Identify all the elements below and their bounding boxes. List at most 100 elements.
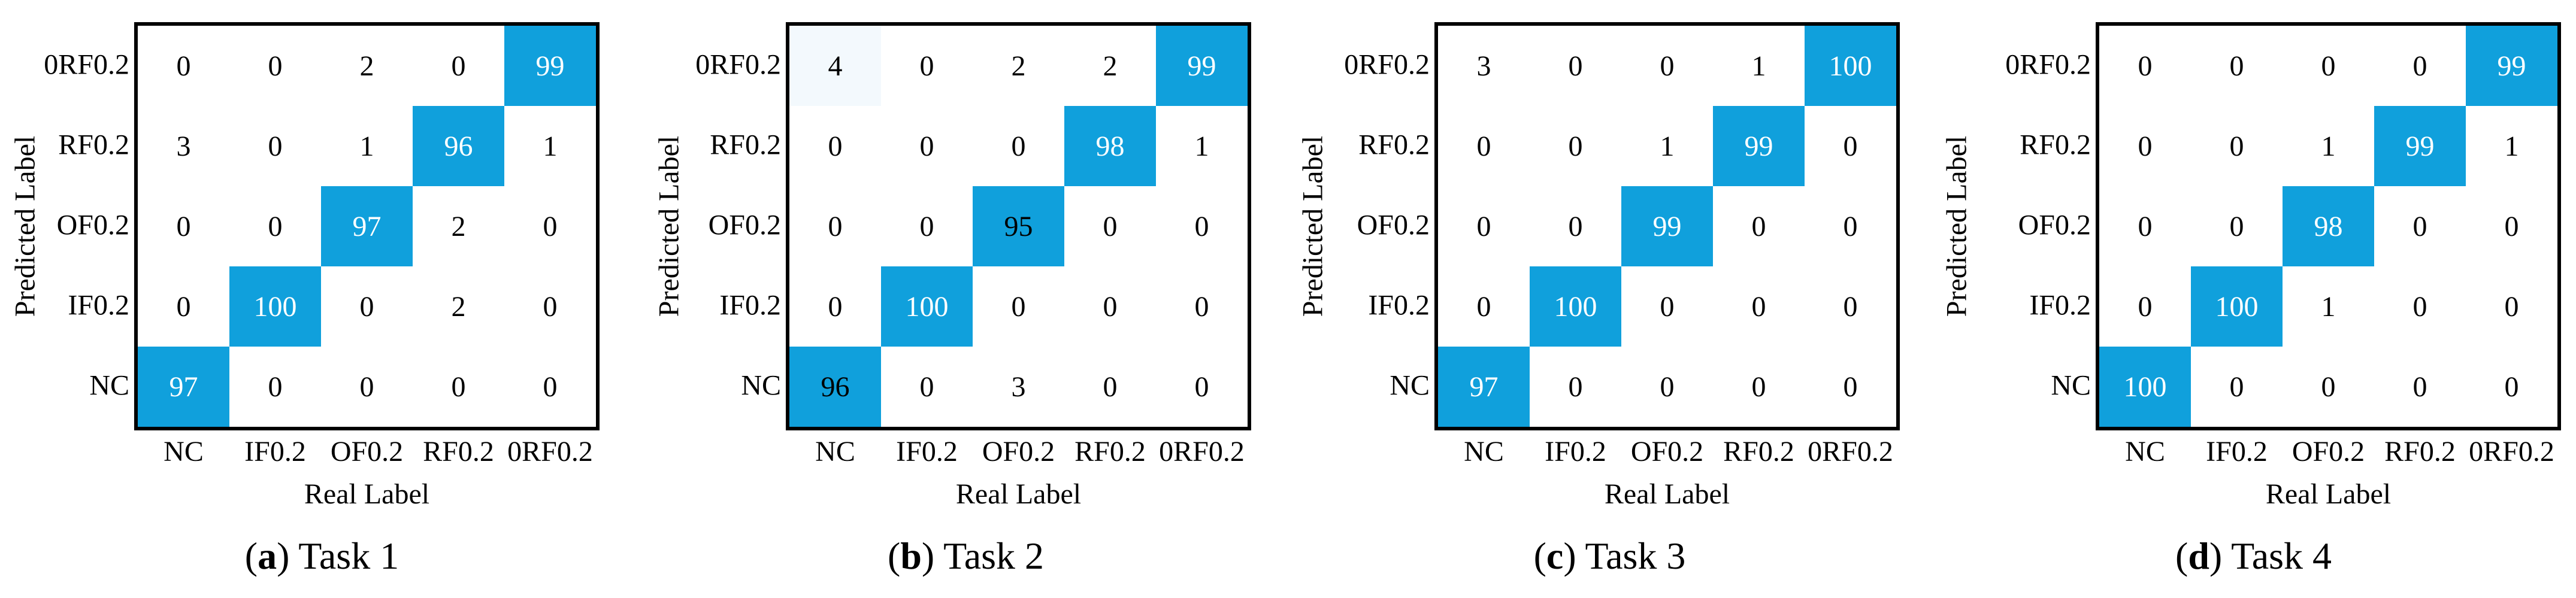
caption-paren-open: ( (1533, 535, 1546, 577)
matrix-cell: 0 (138, 26, 229, 106)
matrix-cell: 0 (789, 106, 881, 186)
matrix-cell: 0 (1156, 186, 1248, 266)
matrix-cell: 3 (138, 106, 229, 186)
row-tick-label: NC (2051, 369, 2091, 402)
row-tick-label: NC (89, 369, 129, 402)
caption-paren-close: ) (277, 535, 299, 577)
matrix-cell: 0 (1064, 266, 1156, 347)
col-tick-label: 0RF0.2 (1808, 436, 1893, 468)
matrix-cell: 0 (973, 266, 1064, 347)
x-axis-label: Real Label (955, 478, 1082, 510)
matrix-cell: 3 (973, 347, 1064, 427)
matrix-cell: 100 (2191, 266, 2283, 347)
matrix-cell: 0 (1530, 26, 1621, 106)
panel-caption: (c) Task 3 (1288, 534, 1932, 578)
caption-letter: a (258, 535, 277, 577)
matrix-cell: 0 (321, 266, 413, 347)
matrix-cell: 0 (2099, 186, 2191, 266)
matrix-cell: 0 (2099, 26, 2191, 106)
matrix-cell: 0 (1805, 266, 1896, 347)
matrix-cell: 1 (1156, 106, 1248, 186)
row-tick-label: OF0.2 (2018, 209, 2091, 241)
row-tick-label: RF0.2 (710, 129, 781, 161)
matrix-cell: 0 (229, 347, 321, 427)
matrix-cell: 0 (229, 186, 321, 266)
matrix-cell: 0 (229, 106, 321, 186)
matrix-cell: 0 (1621, 266, 1713, 347)
matrix-cell: 0 (1621, 26, 1713, 106)
matrix-cell: 0 (881, 347, 973, 427)
matrix-cell: 0 (1438, 266, 1530, 347)
matrix-cell: 1 (2466, 106, 2557, 186)
matrix-cell: 0 (2099, 266, 2191, 347)
matrix-cell: 2 (321, 26, 413, 106)
matrix-cell: 0 (2191, 26, 2283, 106)
matrix-cell: 0 (1156, 347, 1248, 427)
row-tick-label: IF0.2 (1368, 289, 1430, 321)
matrix-cell: 0 (504, 186, 596, 266)
matrix-cell: 2 (1064, 26, 1156, 106)
col-tick-label: IF0.2 (896, 436, 958, 468)
matrix-cell: 0 (138, 186, 229, 266)
x-axis-label: Real Label (304, 478, 430, 510)
caption-letter: c (1546, 535, 1564, 577)
matrix-cell: 2 (413, 266, 504, 347)
matrix-cell: 0 (1064, 347, 1156, 427)
matrix-cell: 1 (1621, 106, 1713, 186)
col-tick-label: IF0.2 (1545, 436, 1606, 468)
caption-title: Task 2 (943, 535, 1044, 577)
matrix-cell: 0 (2191, 347, 2283, 427)
panel-caption: (b) Task 2 (644, 534, 1288, 578)
matrix-cell: 0 (1621, 347, 1713, 427)
matrix-cell: 0 (2466, 266, 2557, 347)
matrix-cell: 2 (973, 26, 1064, 106)
matrix-cell: 0 (2283, 26, 2374, 106)
matrix-cell: 0 (2466, 347, 2557, 427)
matrix-cell: 99 (504, 26, 596, 106)
matrix-cell: 0 (2099, 106, 2191, 186)
col-tick-label: 0RF0.2 (2469, 436, 2554, 468)
matrix-cell: 1 (321, 106, 413, 186)
row-tick-label: IF0.2 (2029, 289, 2091, 321)
matrix-cell: 100 (1805, 26, 1896, 106)
matrix-cell: 96 (789, 347, 881, 427)
col-tick-label: OF0.2 (1630, 436, 1704, 468)
matrix-cell: 0 (2191, 186, 2283, 266)
matrix-cell: 0 (2374, 26, 2466, 106)
x-axis-label: Real Label (1604, 478, 1730, 510)
matrix-cell: 0 (2466, 186, 2557, 266)
matrix-cell: 99 (2374, 106, 2466, 186)
matrix-cell: 0 (1805, 186, 1896, 266)
caption-paren-close: ) (2209, 535, 2232, 577)
matrix-cell: 99 (2466, 26, 2557, 106)
caption-paren-close: ) (1563, 535, 1585, 577)
row-tick-label: 0RF0.2 (1344, 48, 1430, 81)
matrix-cell: 0 (1805, 347, 1896, 427)
matrix-cell: 1 (1713, 26, 1805, 106)
matrix-cell: 1 (2283, 266, 2374, 347)
caption-letter: d (2188, 535, 2209, 577)
col-tick-label: NC (164, 436, 204, 468)
row-tick-label: IF0.2 (719, 289, 781, 321)
row-tick-label: 0RF0.2 (695, 48, 781, 81)
matrix-cell: 96 (413, 106, 504, 186)
col-tick-label: NC (1464, 436, 1504, 468)
matrix-cell: 4 (789, 26, 881, 106)
row-tick-label: OF0.2 (1357, 209, 1430, 241)
matrix-cell: 100 (881, 266, 973, 347)
matrix-cell: 100 (1530, 266, 1621, 347)
col-tick-label: 0RF0.2 (1159, 436, 1245, 468)
matrix-cell: 0 (881, 186, 973, 266)
row-tick-label: 0RF0.2 (44, 48, 129, 81)
matrix-cell: 99 (1621, 186, 1713, 266)
panel-caption: (a) Task 1 (0, 534, 644, 578)
matrix-cell: 0 (229, 26, 321, 106)
